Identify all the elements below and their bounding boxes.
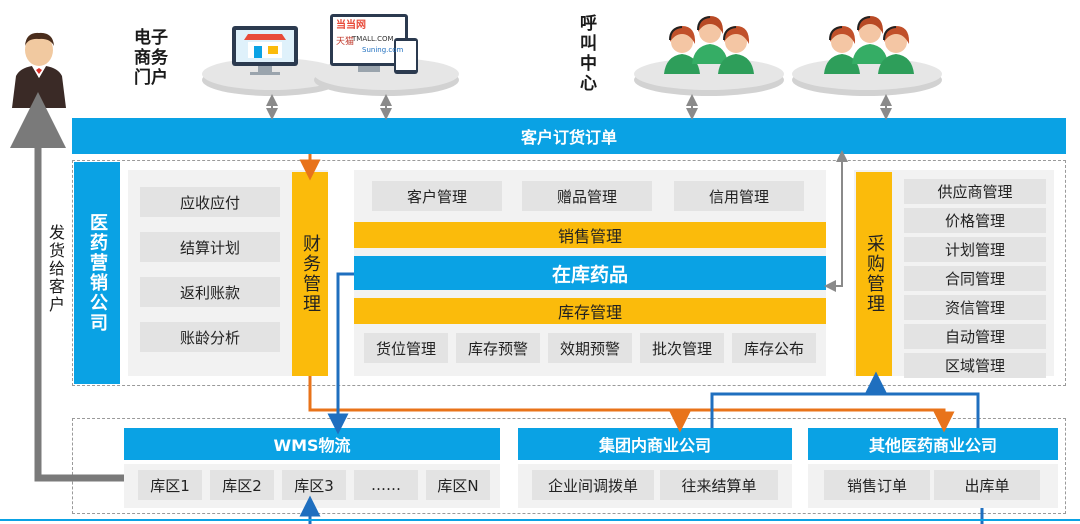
sales-top-item: 赠品管理 — [522, 181, 652, 211]
purchase-item: 资信管理 — [904, 295, 1046, 320]
finance-management: 财务管理 — [292, 172, 328, 376]
ship-to-customer-label: 发货给客户 — [46, 224, 65, 314]
ecommerce-label: 电子商务门户 — [134, 28, 168, 88]
inventory-item: 货位管理 — [364, 333, 448, 363]
wms-logistics-bar: WMS物流 — [124, 428, 500, 460]
inventory-item: 批次管理 — [640, 333, 724, 363]
finance-item: 账龄分析 — [140, 322, 280, 352]
customer-person-icon — [10, 28, 68, 108]
purchase-item: 供应商管理 — [904, 179, 1046, 204]
other-item: 出库单 — [934, 470, 1040, 500]
brand-tmall-com: TMALL.COM — [352, 35, 394, 43]
brand-devices-icon — [328, 12, 420, 76]
sales-top-item: 信用管理 — [674, 181, 804, 211]
brand-tmall: 天猫 — [336, 37, 355, 47]
warehouse-zone: 库区3 — [282, 470, 346, 500]
finance-item: 结算计划 — [140, 232, 280, 262]
customer-order-bar: 客户订货订单 — [72, 118, 1066, 154]
in-stock-drugs-bar: 在库药品 — [354, 256, 826, 290]
other-item: 销售订单 — [824, 470, 930, 500]
marketing-company-label: 医药营销公司 — [74, 162, 120, 384]
sales-top-item: 客户管理 — [372, 181, 502, 211]
purchase-item: 价格管理 — [904, 208, 1046, 233]
warehouse-zone: 库区N — [426, 470, 490, 500]
purchase-item: 自动管理 — [904, 324, 1046, 349]
inventory-item: 效期预警 — [548, 333, 632, 363]
finance-item: 应收应付 — [140, 187, 280, 217]
operators-group-1-icon — [660, 14, 756, 74]
group-item: 企业间调拨单 — [532, 470, 654, 500]
purchase-item: 合同管理 — [904, 266, 1046, 291]
sales-management-bar: 销售管理 — [354, 222, 826, 248]
brand-dangdang: 当当网 — [336, 20, 366, 31]
purchase-management: 采购管理 — [856, 172, 892, 376]
other-companies-bar: 其他医药商业公司 — [808, 428, 1058, 460]
purchase-item: 区域管理 — [904, 353, 1046, 378]
brand-suning: Suning.com — [362, 46, 404, 54]
inventory-management-bar: 库存管理 — [354, 298, 826, 324]
inventory-item: 库存预警 — [456, 333, 540, 363]
purchase-item: 计划管理 — [904, 237, 1046, 262]
callcenter-label: 呼叫中心 — [580, 14, 597, 94]
warehouse-zone: 库区1 — [138, 470, 202, 500]
finance-item: 返利账款 — [140, 277, 280, 307]
warehouse-zone: …… — [354, 470, 418, 500]
shop-screen-icon — [230, 24, 300, 76]
inventory-item: 库存公布 — [732, 333, 816, 363]
operators-group-2-icon — [820, 14, 916, 74]
group-companies-bar: 集团内商业公司 — [518, 428, 792, 460]
group-item: 往来结算单 — [660, 470, 778, 500]
warehouse-zone: 库区2 — [210, 470, 274, 500]
